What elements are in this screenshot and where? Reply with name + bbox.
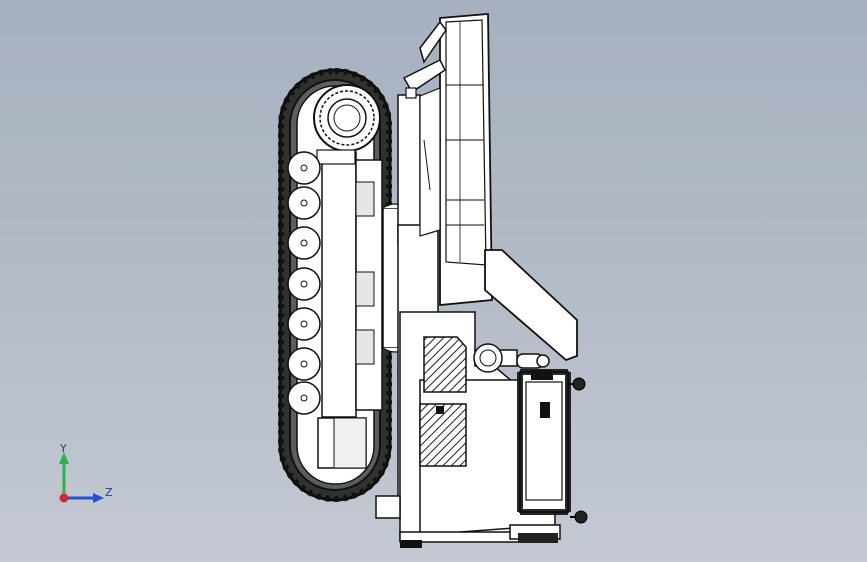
z-axis-arrow	[93, 493, 104, 503]
side-step	[375, 495, 401, 519]
z-axis-label: Z	[105, 486, 113, 499]
vent-grille-lower	[419, 403, 467, 467]
panel-switch	[540, 402, 550, 418]
knob-lower	[574, 510, 588, 524]
x-axis-origin	[59, 493, 69, 503]
y-axis-arrow	[59, 452, 69, 464]
vent-grille-upper	[423, 336, 467, 393]
drive-sprocket	[313, 84, 381, 152]
sprocket-bracket	[316, 149, 356, 165]
track-assembly	[278, 68, 392, 502]
triad-icon: Y Z	[59, 442, 113, 503]
frame-block-2	[355, 271, 375, 307]
road-wheels	[287, 151, 321, 415]
frame-block-1	[355, 181, 375, 217]
y-axis-label: Y	[59, 442, 67, 455]
main-body	[375, 94, 588, 548]
idler-block	[333, 417, 367, 469]
frame-block-3	[355, 329, 375, 365]
side-frame-left	[321, 151, 357, 418]
knob-upper	[572, 377, 586, 391]
boom-assembly	[402, 13, 578, 362]
pipe-elbow	[473, 343, 550, 373]
grille-indicator	[436, 406, 444, 414]
